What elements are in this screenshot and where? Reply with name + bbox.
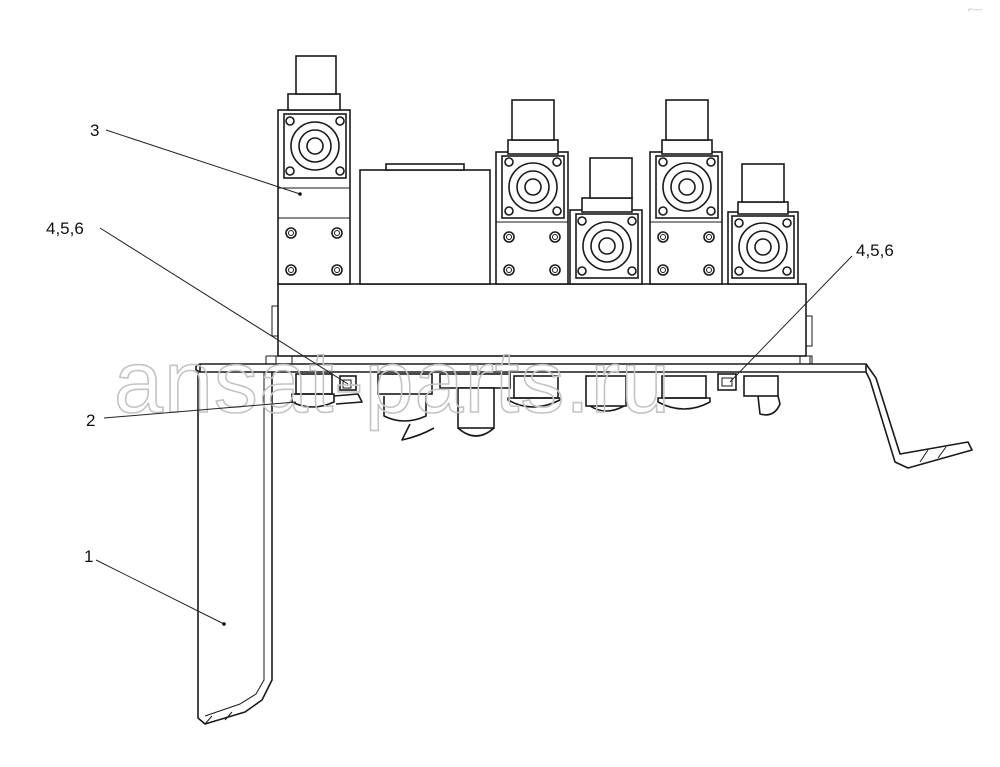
callout-2: 2 bbox=[86, 411, 95, 430]
callout-3: 3 bbox=[90, 121, 99, 140]
callout-1: 1 bbox=[84, 547, 93, 566]
leader-dot-1 bbox=[222, 622, 226, 626]
callout-4-5-6-right: 4,5,6 bbox=[856, 241, 894, 260]
leader-lines bbox=[95, 129, 853, 625]
solenoid-valve-1 bbox=[277, 55, 351, 285]
corner-mark: ⌐— bbox=[968, 4, 982, 14]
hanging-bracket bbox=[197, 372, 273, 725]
watermark: ansat-parts.ru bbox=[114, 332, 671, 431]
centre-block bbox=[359, 163, 491, 285]
mounting-plate bbox=[195, 363, 973, 469]
solenoid-valve-2 bbox=[495, 99, 569, 285]
solenoid-valve-3 bbox=[569, 157, 643, 285]
leader-dot-3 bbox=[298, 192, 302, 196]
bottom-fittings bbox=[291, 373, 781, 441]
solenoid-valve-4 bbox=[649, 99, 723, 285]
solenoid-valve-5 bbox=[727, 163, 799, 285]
callout-4-5-6-left: 4,5,6 bbox=[46, 219, 84, 238]
